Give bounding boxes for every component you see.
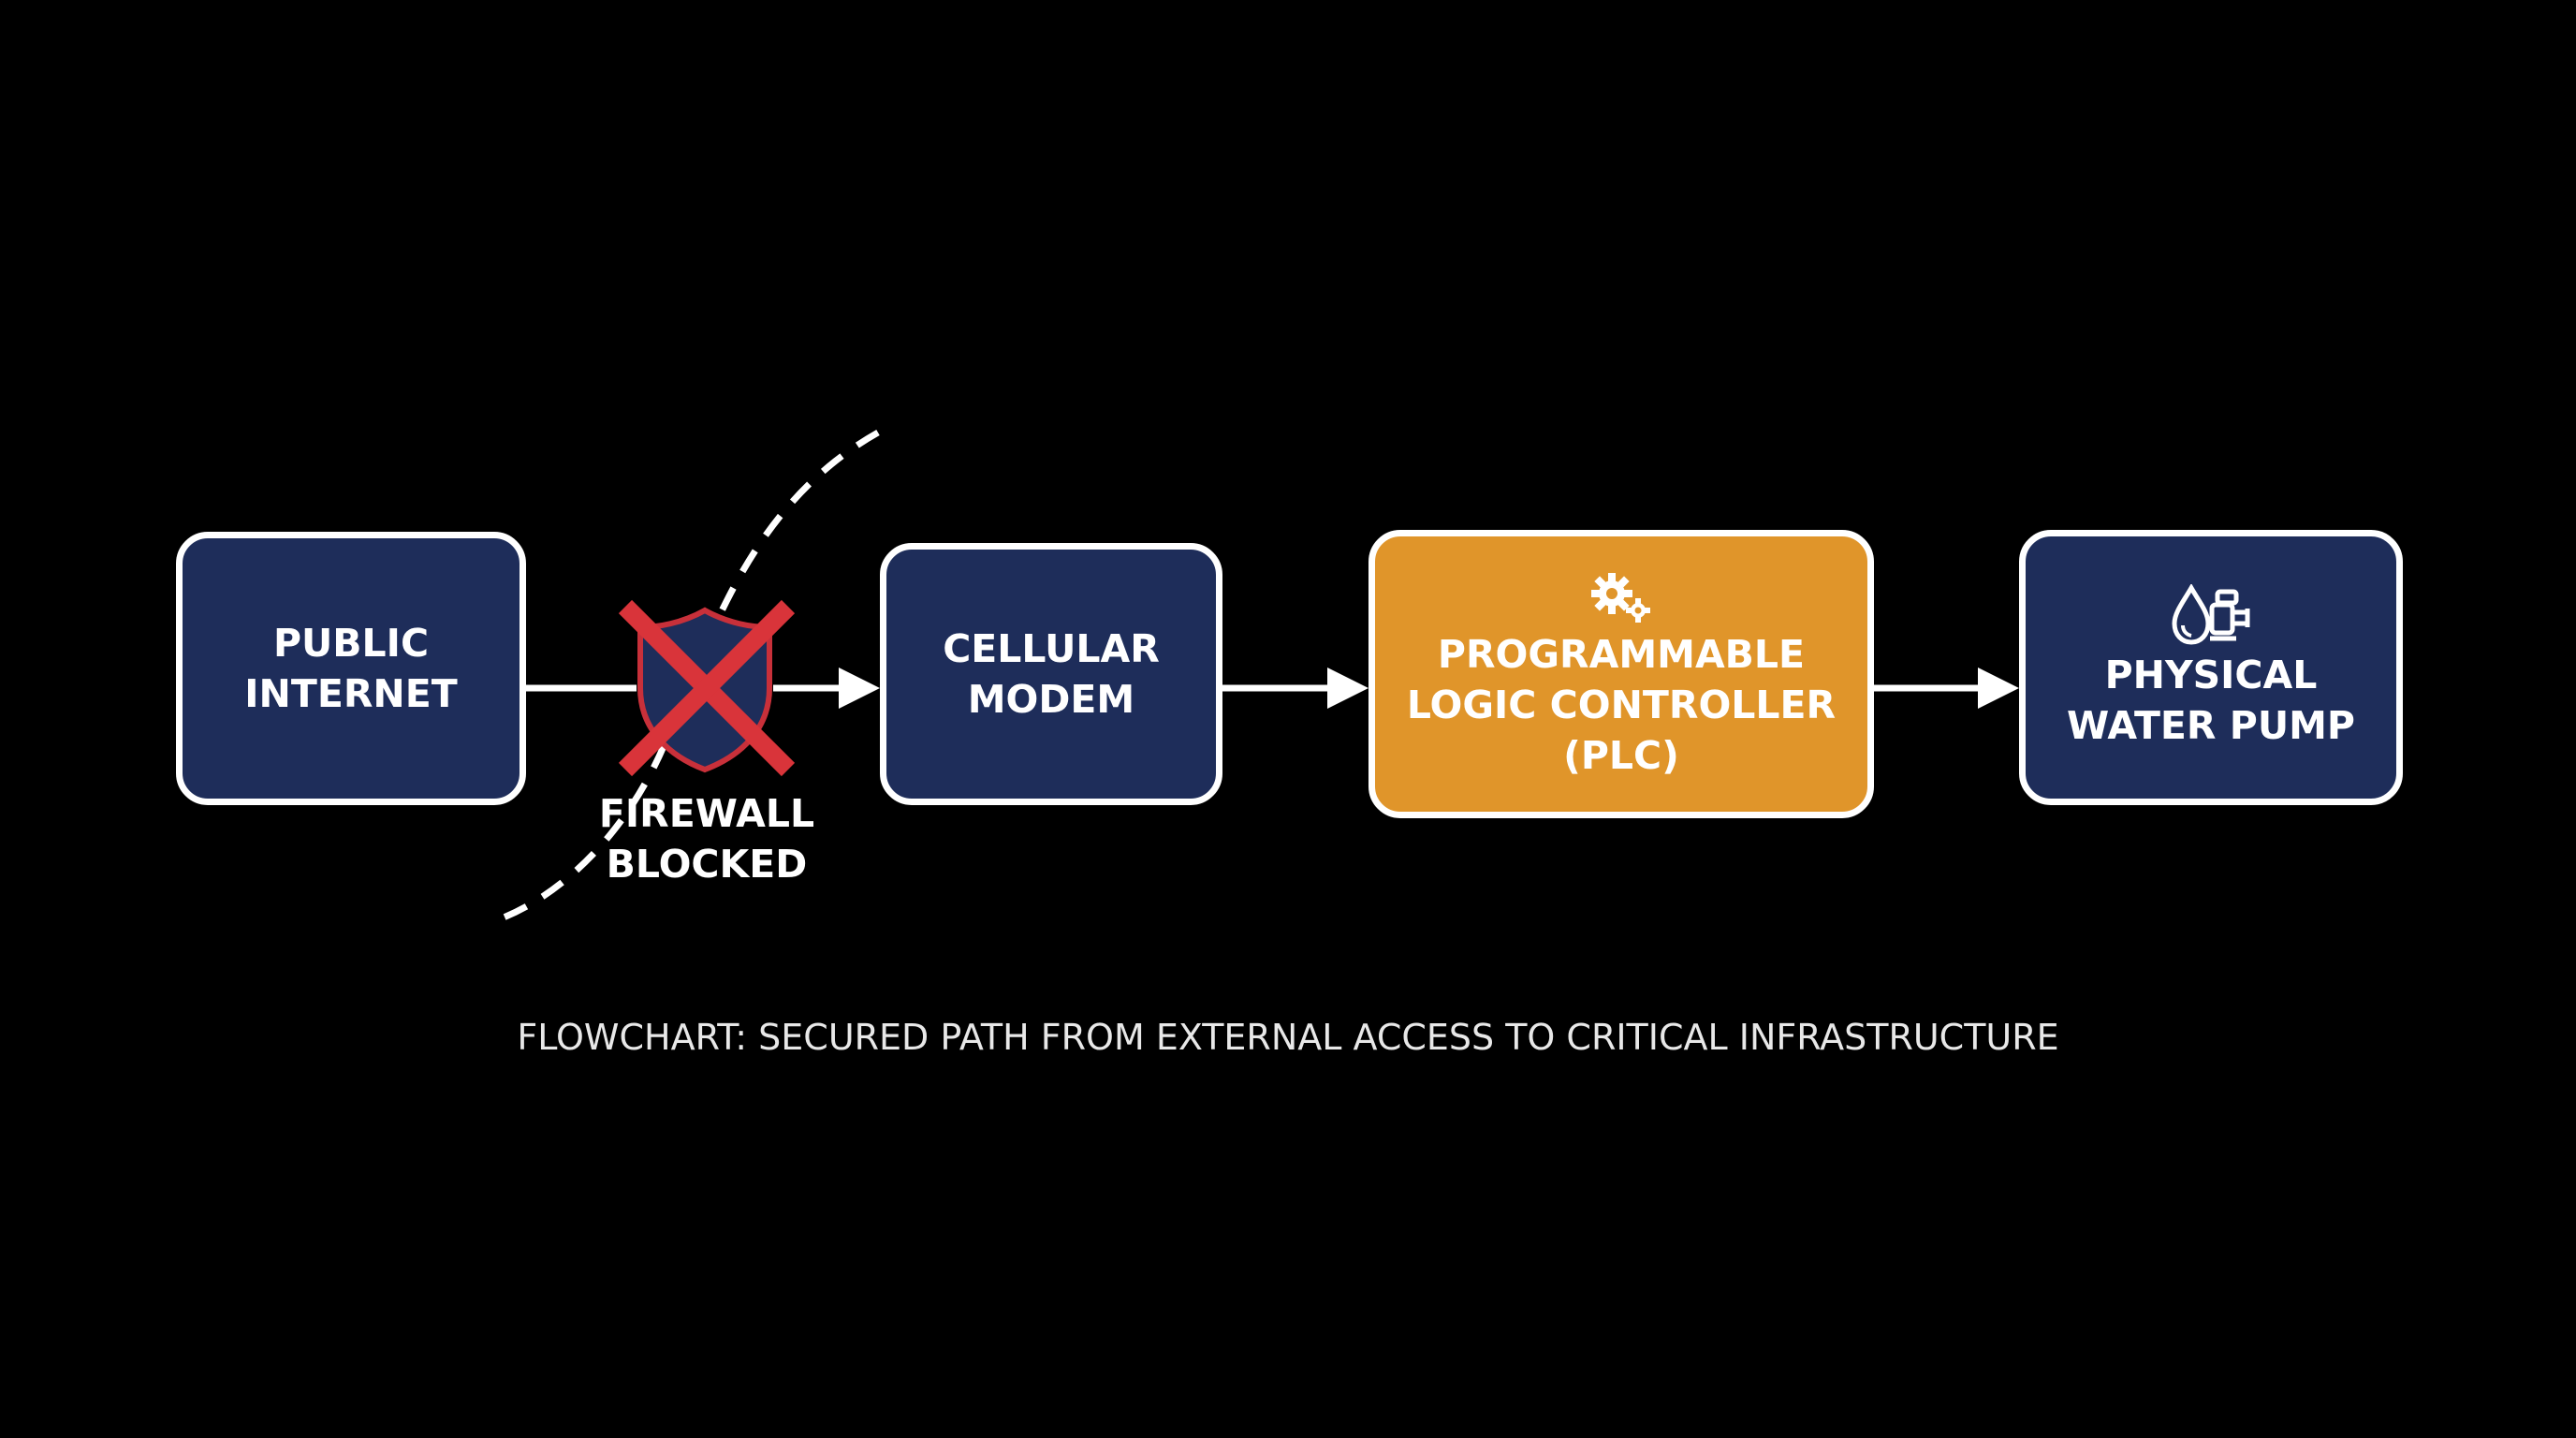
node-label: PHYSICAL WATER PUMP [2067, 653, 2355, 748]
node-label: PUBLIC INTERNET [244, 621, 458, 716]
node-public-internet: PUBLIC INTERNET [176, 532, 526, 805]
arrowhead-to-plc [1327, 668, 1368, 709]
node-physical-water-pump: PHYSICAL WATER PUMP [2019, 530, 2403, 805]
blocked-shield-icon [618, 599, 796, 777]
node-plc: PROGRAMMABLE LOGIC CONTROLLER (PLC) [1368, 530, 1874, 818]
gears-icon [1591, 573, 1650, 623]
node-label: PROGRAMMABLE LOGIC CONTROLLER (PLC) [1406, 632, 1837, 778]
node-label: CELLULAR MODEM [943, 626, 1160, 722]
firewall-blocked-label: FIREWALL BLOCKED [598, 791, 815, 887]
diagram-caption: FLOWCHART: SECURED PATH FROM EXTERNAL AC… [517, 1017, 2059, 1058]
arrowhead-to-modem [839, 668, 880, 709]
node-cellular-modem: CELLULAR MODEM [880, 543, 1222, 805]
arrowhead-to-pump [1978, 668, 2019, 709]
water-pump-icon [2172, 584, 2250, 645]
blocked-x-stroke-2 [618, 599, 796, 777]
